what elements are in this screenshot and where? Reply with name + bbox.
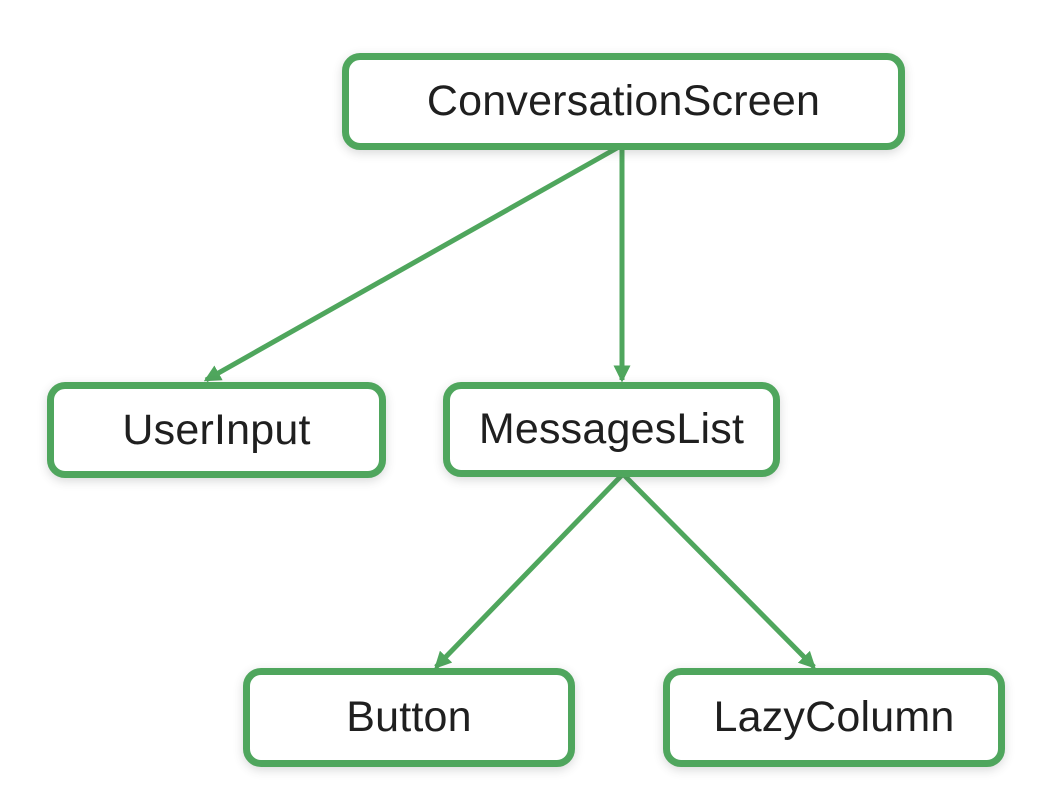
edge-conversationscreen-userinput (203, 145, 619, 383)
node-lazycolumn-label: LazyColumn (713, 693, 955, 741)
node-conversationscreen-label: ConversationScreen (426, 77, 821, 125)
node-userinput: UserInput (47, 382, 386, 478)
node-messageslist-label: MessagesList (478, 405, 745, 453)
node-messageslist: MessagesList (443, 382, 780, 477)
edge-messageslist-button (434, 472, 625, 669)
node-button-label: Button (346, 693, 472, 741)
node-button: Button (243, 668, 575, 767)
node-userinput-label: UserInput (122, 405, 311, 454)
node-conversationscreen: ConversationScreen (342, 53, 905, 150)
edge-messageslist-lazycolumn (621, 472, 816, 669)
node-lazycolumn: LazyColumn (663, 668, 1005, 767)
